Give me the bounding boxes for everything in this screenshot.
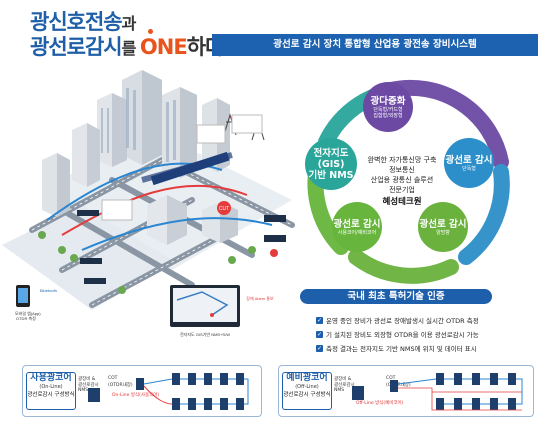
offline-caption: 광선로감시 구성방식 [283, 392, 331, 398]
online-caption: 광선로감시 구성방식 [27, 392, 75, 398]
center-line-4: 전문기업 [389, 186, 415, 194]
offline-tx-label-2: 광선로감시 [334, 383, 355, 388]
offline-tx-label: 광장비 & [334, 377, 352, 382]
bullet-text: 기 설치된 장비도 외장형 OTDR을 이용 광선로감시 가능 [326, 331, 479, 339]
headline-line2-mid: 를 [121, 39, 140, 58]
online-tx-label: 광장비 & [78, 377, 96, 382]
accent-dot-icon [148, 29, 153, 34]
mobile-caption: 모바일 앱(App) [15, 310, 41, 316]
check-icon: ✓ [316, 330, 323, 338]
headline-line2-main: 광선로감시 [30, 35, 123, 59]
node-monitor-core-sub: 사용코어/예비코어 [337, 229, 377, 236]
node-gis-nms: 전자지도(GIS) 기반 NMS [305, 138, 357, 190]
offline-label-main: 예비광코어 [286, 373, 328, 383]
online-tx-label-3: NMS [78, 388, 89, 393]
node-optical-multiplexing: 광다중화 단독형/카드형 집합형/외장형 [363, 82, 413, 132]
bullet-item: ✓ 운영 중인 장비가 광선로 장애발생시 실시간 OTDR 측정 [316, 315, 479, 325]
node-optical-multiplexing-sub: 단독형/카드형 [373, 106, 403, 113]
bullet-item: ✓ 기 설치된 장비도 외장형 OTDR을 이용 광선로감시 가능 [316, 329, 479, 339]
node-monitor-bidirectional-sub: 양방향 [436, 229, 450, 236]
nms-caption: 전자지도 GIS기반 NMS+S/W [180, 331, 230, 337]
node-monitor-bidirectional-title: 광선로 감시 [419, 218, 467, 230]
node-monitor-standalone-sub: 단독형 [462, 165, 476, 172]
cycle-center-text: 완벽한 자가통신망 구축 정보통신 산업용 광통신 솔루션 전문기업 혜성테크원 [336, 155, 468, 207]
node-gis-nms-title-2: 기반 NMS [308, 169, 354, 181]
offline-topology [352, 373, 523, 411]
cut-marker: CUT [217, 201, 231, 215]
online-red-label: On-Line 방식(사용코어) [112, 393, 160, 398]
node-optical-multiplexing-sub2: 집합형/외장형 [373, 112, 403, 119]
center-line-1: 완벽한 자가통신망 구축 [367, 156, 437, 164]
patent-title: 국내 최초 특허기술 인증 [300, 289, 492, 304]
bullet-item: ✓ 측정 결과는 전자지도 기반 NMS에 위치 및 데이터 표시 [316, 343, 477, 353]
nms-screen [170, 285, 240, 327]
online-cot-label-2: (OTDR내장) [108, 383, 133, 388]
online-topology [88, 373, 249, 410]
system-banner: 광선로 감시 장치 통합형 산업용 광전송 장비시스템 [212, 34, 538, 56]
headline-line2: 광선로감시를 ONE하다 [30, 31, 224, 61]
offline-cot-label-2: (OTDR내장) [386, 383, 411, 388]
bullet-text: 측정 결과는 전자지도 기반 NMS에 위치 및 데이터 표시 [326, 345, 477, 353]
online-cot-label: COT [108, 376, 118, 381]
offline-label: 예비광코어 (Off-Line) 광선로감시 구성방식 [282, 372, 332, 410]
cut-label: CUT [219, 206, 229, 212]
node-gis-nms-title-1: 전자지도(GIS) [313, 147, 349, 170]
node-monitor-standalone: 광선로 감시 단독형 [444, 138, 494, 188]
cycle-arcs [307, 79, 510, 284]
node-monitor-standalone-title: 광선로 감시 [445, 154, 493, 166]
center-line-2: 정보통신 [389, 166, 415, 174]
building-icon [122, 70, 162, 165]
headline-line1: 광신호전송과 [30, 6, 137, 36]
offline-red-label: Off-Line 방식(예비코어) [356, 401, 404, 406]
offline-label-sub: (Off-Line) [295, 384, 319, 390]
online-tx-label-2: 광선로감시 [78, 383, 99, 388]
check-icon: ✓ [316, 316, 323, 324]
node-monitor-core: 광선로 감시 사용코어/예비코어 [332, 202, 382, 252]
headline-line1-main: 광신호전송 [30, 10, 123, 34]
company-name: 혜성테크원 [382, 197, 422, 207]
city-network-illustration: CUT 전자지도 GIS기반 NMS+S/W 장애 Alarm 통보 Bluet… [2, 70, 295, 337]
bullet-text: 운영 중인 장비가 광선로 장애발생시 실시간 OTDR 측정 [326, 317, 479, 325]
online-label: 사용광코어 (On-Line) 광선로감시 구성방식 [26, 372, 76, 410]
mobile-caption-2: OTDR 측정 [16, 315, 36, 321]
alarm-caption: 장애 Alarm 통보 [246, 295, 274, 301]
check-icon: ✓ [316, 344, 323, 352]
online-label-sub: (On-Line) [39, 384, 63, 390]
offline-cot-label: COT [386, 376, 396, 381]
node-monitor-bidirectional: 광선로 감시 양방향 [418, 202, 468, 252]
node-monitor-core-title: 광선로 감시 [333, 218, 381, 230]
center-line-3: 산업용 광통신 솔루션 [370, 176, 434, 184]
node-optical-multiplexing-title: 광다중화 [370, 95, 406, 107]
online-label-main: 사용광코어 [30, 373, 72, 383]
offline-tx-label-3: NMS [334, 388, 345, 393]
headline-line1-suffix: 과 [121, 14, 137, 33]
bluetooth-label: Bluetooth [40, 288, 57, 293]
headline-one: ONE [139, 35, 188, 59]
cycle-diagram [296, 72, 536, 287]
